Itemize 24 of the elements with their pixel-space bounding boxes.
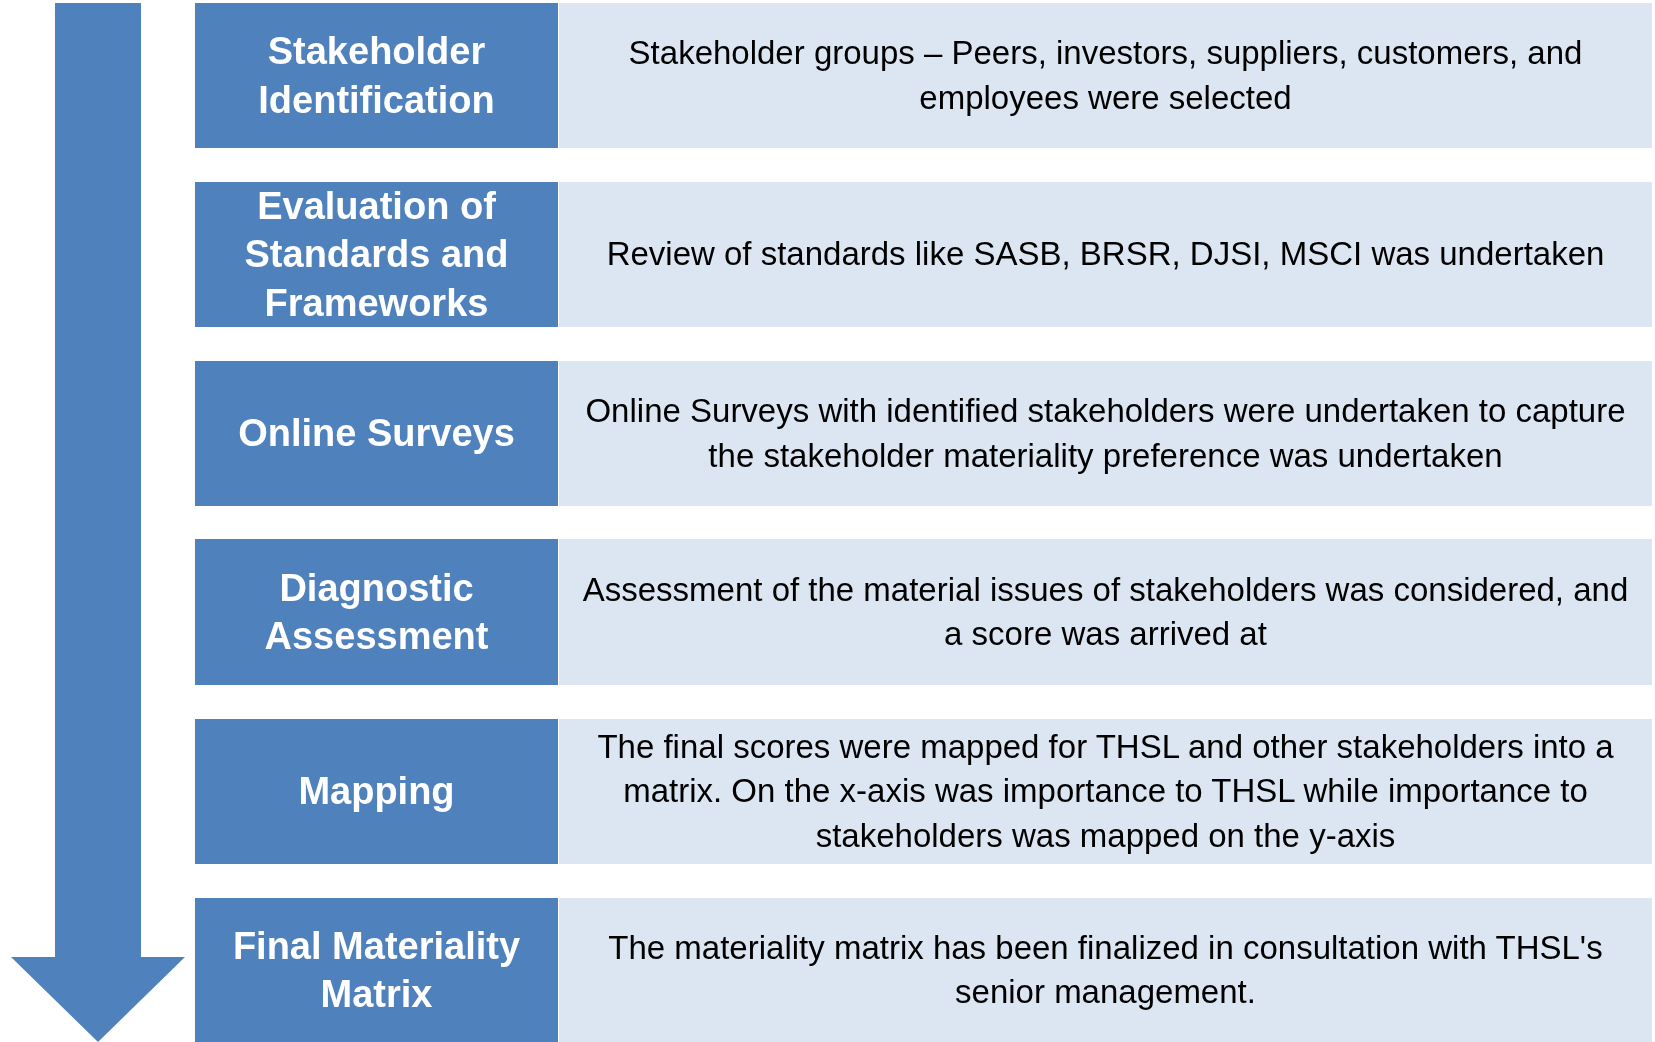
- step-title: Mapping: [298, 769, 455, 815]
- step-description: The materiality matrix has been finalized in consultation with THSL's senior management.: [607, 927, 1604, 1012]
- step-title: Diagnostic Assessment: [263, 565, 490, 659]
- step-box: [195, 539, 558, 685]
- step-title: Online Surveys: [238, 411, 515, 457]
- step-title: Final Materiality Matrix: [231, 923, 522, 1017]
- description-box: [559, 719, 1652, 864]
- description-box: [559, 539, 1652, 685]
- step-box: [195, 719, 558, 864]
- step-description: Online Surveys with identified stakeholders were undertaken to capture the stakeholder materiality preference was undertaken: [584, 391, 1627, 476]
- step-description: Assessment of the material issues of stakeholders was considered, and a score was arrived at: [581, 569, 1630, 654]
- description-box: [559, 182, 1652, 327]
- step-box: [195, 3, 558, 148]
- step-description: The final scores were mapped for THSL and other stakeholders into a matrix. On the x-axis was importance to THSL while importance to stakeholders was mapped on the y-axis: [596, 727, 1615, 856]
- description-box: [559, 898, 1652, 1042]
- step-box: [195, 898, 558, 1042]
- step-box: [195, 361, 558, 506]
- description-box: [559, 361, 1652, 506]
- step-description: Review of standards like SASB, BRSR, DJSI, MSCI was undertaken: [606, 234, 1605, 275]
- description-box: [559, 3, 1652, 148]
- step-title: Evaluation of Standards and Frameworks: [243, 184, 510, 326]
- step-box: [195, 182, 558, 327]
- step-title: Stakeholder Identification: [257, 29, 496, 123]
- step-description: Stakeholder groups – Peers, investors, suppliers, customers, and employees were selected: [627, 33, 1584, 118]
